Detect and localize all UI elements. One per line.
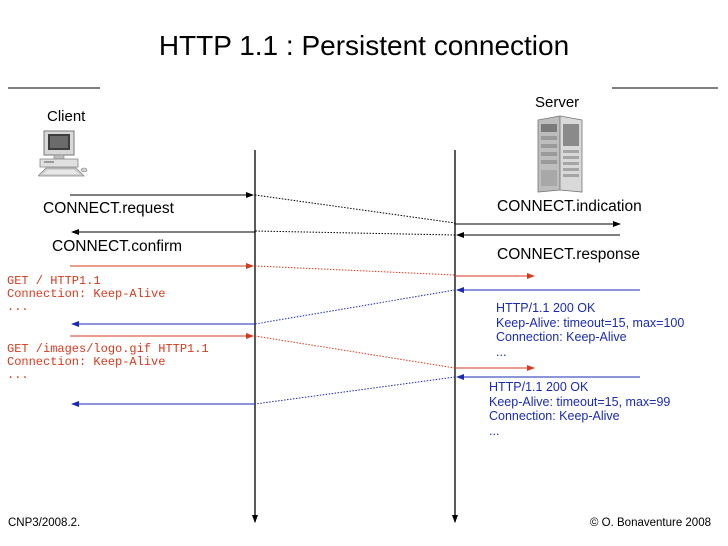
footer-right: © O. Bonaventure 2008 (590, 517, 711, 529)
server-tower-icon (537, 115, 583, 193)
request2-line: ... (7, 368, 29, 382)
connect-response-message (254, 230, 456, 236)
response2-line: ... (489, 423, 500, 438)
page-title: HTTP 1.1 : Persistent connection (158, 30, 570, 61)
connect-request-label: CONNECT.request (43, 200, 174, 217)
client-label: Client (47, 108, 86, 125)
request2-message (254, 335, 456, 369)
response1-line: HTTP/1.1 200 OK (496, 301, 596, 315)
request2-line: Connection: Keep-Alive (7, 355, 166, 369)
response2-text: HTTP/1.1 200 OK Keep-Alive: timeout=15, … (489, 380, 670, 438)
response2-line: HTTP/1.1 200 OK (489, 380, 589, 394)
response2-line: Keep-Alive: timeout=15, max=99 (489, 394, 671, 409)
response1-line: ... (496, 344, 507, 359)
request2-line: GET /images/logo.gif HTTP1.1 (7, 342, 209, 356)
connect-confirm-label: CONNECT.confirm (52, 238, 183, 255)
request1-line: Connection: Keep-Alive (7, 287, 166, 301)
response1-message (254, 289, 456, 325)
connect-indication-label: CONNECT.indication (497, 198, 642, 215)
response2-message (254, 376, 456, 405)
footer-left: CNP3/2008.2. (8, 517, 81, 529)
request1-text: GET / HTTP1.1 Connection: Keep-Alive ... (7, 275, 165, 314)
response1-line: Connection: Keep-Alive (496, 330, 627, 344)
response1-line: Keep-Alive: timeout=15, max=100 (496, 315, 685, 330)
request2-text: GET /images/logo.gif HTTP1.1 Connection:… (7, 343, 209, 382)
desktop-computer-icon (38, 130, 88, 177)
request1-line: GET / HTTP1.1 (7, 274, 101, 288)
server-label: Server (535, 94, 580, 111)
response2-line: Connection: Keep-Alive (489, 409, 620, 423)
connect-response-label: CONNECT.response (497, 246, 640, 263)
request1-line: ... (7, 300, 29, 314)
request1-message (254, 265, 456, 276)
connect-request-message (254, 194, 456, 224)
response1-text: HTTP/1.1 200 OK Keep-Alive: timeout=15, … (496, 301, 684, 359)
